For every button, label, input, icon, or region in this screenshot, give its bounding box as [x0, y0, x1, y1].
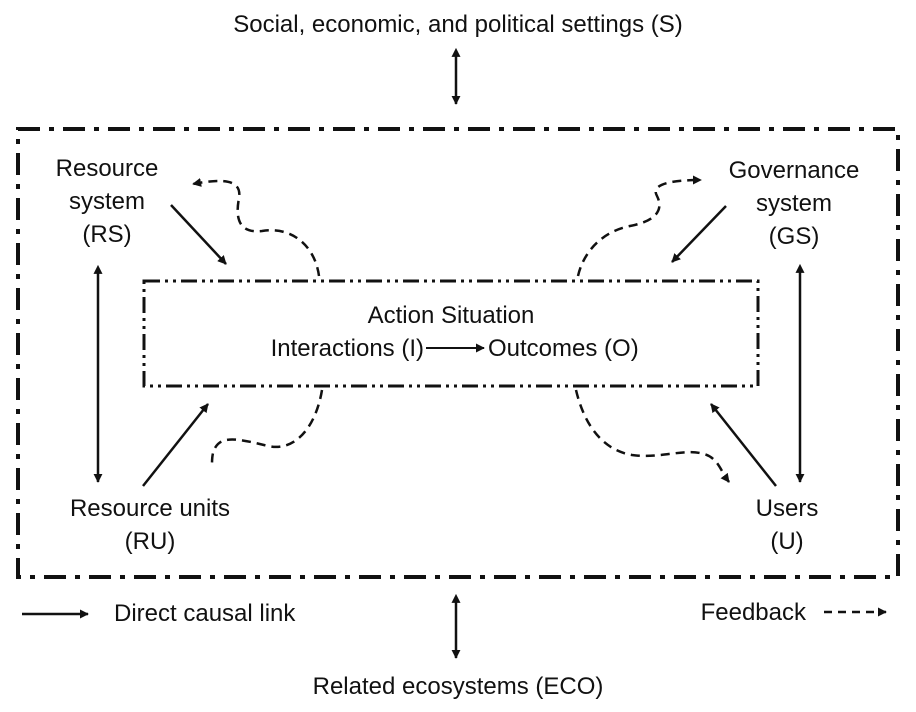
governance-system-label: Governance system (GS)	[714, 154, 874, 253]
legend-feedback-label: Feedback	[700, 599, 806, 626]
users-label: Users (U)	[737, 492, 837, 558]
users-line-1: Users	[755, 495, 819, 522]
resource-system-label: Resource system (RS)	[42, 152, 172, 251]
outer-system-boundary	[16, 127, 900, 579]
legend-direct-label: Direct causal link	[114, 600, 296, 627]
gs-to-action-arrow	[671, 205, 727, 263]
feedback-to-governance-system	[576, 175, 702, 277]
outcomes-label: Outcomes (O)	[488, 335, 639, 362]
resource-system-line-3: (RS)	[82, 221, 132, 248]
resource-units-line-2: (RU)	[124, 528, 176, 555]
action-situation-title: Action Situation	[367, 302, 535, 329]
governance-system-line-3: (GS)	[768, 223, 820, 250]
resource-units-label: Resource units (RU)	[50, 492, 250, 558]
settings-label: Social, economic, and political settings…	[233, 11, 683, 38]
feedback-to-users	[574, 389, 731, 483]
feedback-to-resource-units	[210, 389, 324, 467]
rs-to-action-arrow	[170, 204, 227, 265]
resource-system-line-2: system	[68, 188, 145, 215]
governance-system-line-2: system	[755, 190, 832, 217]
action-situation-box	[142, 279, 760, 388]
ru-to-action-arrow	[142, 403, 209, 487]
interactions-label: Interactions (I)	[270, 335, 424, 362]
resource-units-line-1: Resource units	[69, 495, 231, 522]
u-to-action-arrow	[710, 403, 777, 487]
resource-system-line-1: Resource	[55, 155, 159, 182]
users-line-2: (U)	[770, 528, 804, 555]
ecosystems-label: Related ecosystems (ECO)	[312, 673, 604, 700]
governance-system-line-1: Governance	[728, 157, 860, 184]
feedback-to-resource-system	[192, 178, 321, 277]
